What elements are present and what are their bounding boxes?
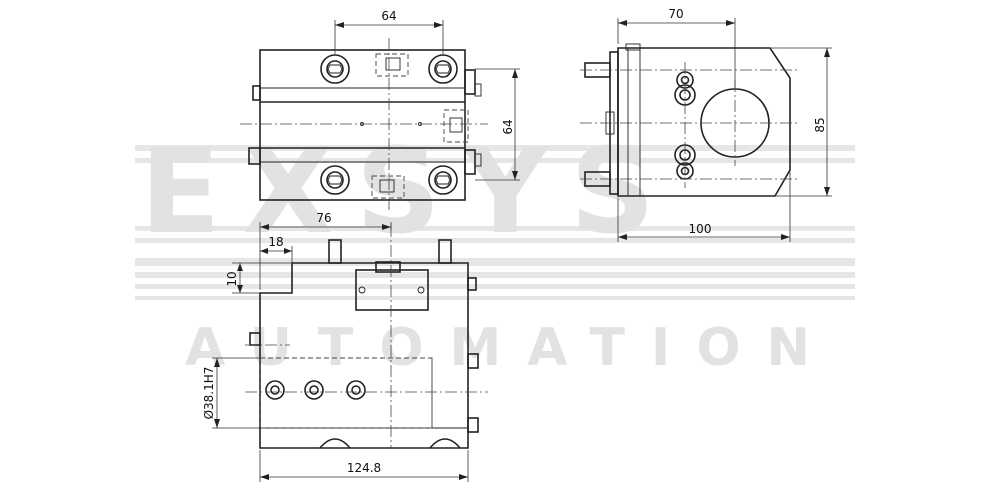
dimension-side-width: 70 bbox=[668, 7, 683, 21]
watermark: EXSYS AUTOMATION bbox=[135, 122, 855, 378]
dimension-front-bore: Ø38.1H7 bbox=[202, 367, 216, 420]
dimension-side-height: 85 bbox=[813, 117, 827, 132]
dimension-side-overall-width: 100 bbox=[689, 222, 712, 236]
bolt-head-icon bbox=[320, 165, 350, 195]
bolt-head-icon bbox=[320, 54, 350, 84]
top-view: 64 64 bbox=[240, 9, 520, 210]
watermark-brand: EXSYS bbox=[140, 122, 677, 260]
dimension-top-height: 64 bbox=[501, 119, 515, 134]
dimension-front-overall-width: 124.8 bbox=[347, 461, 381, 475]
bolt-head-icon bbox=[428, 54, 458, 84]
front-view: 76 18 10 Ø38.1H7 124.8 bbox=[202, 211, 488, 482]
side-view: 70 85 100 bbox=[580, 7, 832, 242]
dimension-front-step-height: 10 bbox=[225, 271, 239, 286]
dimension-top-width: 64 bbox=[381, 9, 396, 23]
watermark-subtitle: AUTOMATION bbox=[185, 318, 836, 378]
dimension-front-step-width: 18 bbox=[268, 235, 283, 249]
bolt-head-icon bbox=[428, 165, 458, 195]
dimension-front-offset: 76 bbox=[316, 211, 331, 225]
